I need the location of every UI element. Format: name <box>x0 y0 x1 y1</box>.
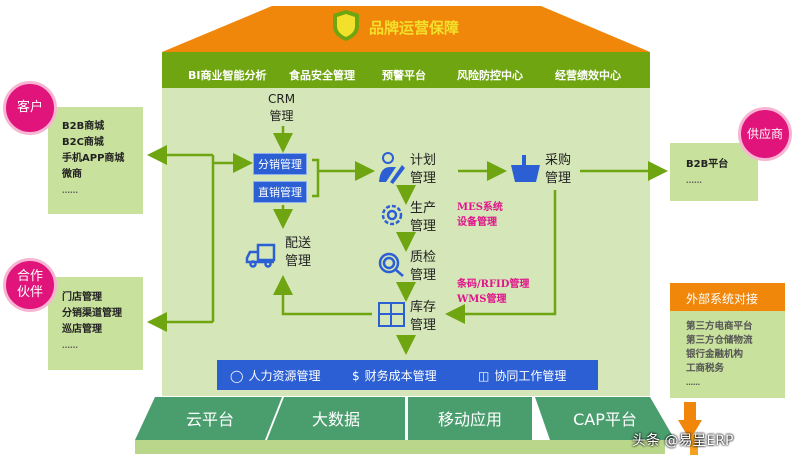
support-bar <box>217 360 598 390</box>
node-label: 库存 <box>410 300 437 315</box>
partner-label: 合作 <box>16 269 43 284</box>
supplier-box <box>670 143 758 201</box>
customer-box <box>48 107 143 214</box>
list-item: 第三方仓储物流 <box>686 335 753 346</box>
node-label: 管理 <box>285 254 312 269</box>
platform-base <box>135 397 675 454</box>
inventory-icon <box>378 302 405 327</box>
note: 设备管理 <box>457 217 497 228</box>
network-icon: ◫ <box>478 368 490 383</box>
module-risk[interactable]: 风险防控中心 <box>457 69 523 82</box>
supplier-badge: 供应商 <box>738 107 792 161</box>
external-title: 外部系统对接 <box>686 292 759 306</box>
bar-label: 人力资源管理 <box>248 369 321 383</box>
down-arrow-icon <box>678 402 702 455</box>
direct-sales-button[interactable]: 直销管理 <box>253 181 307 203</box>
module-bi[interactable]: BI商业智能分析 <box>188 69 267 82</box>
platform-cap[interactable]: CAP平台 <box>573 410 637 429</box>
bar-label: 财务成本管理 <box>364 369 437 383</box>
brand-title: 品牌运营保障 <box>369 19 460 37</box>
purchase-node[interactable]: 采购管理 <box>545 152 571 188</box>
node-label: 管理 <box>545 171 572 186</box>
distribution-button[interactable]: 分销管理 <box>253 153 307 175</box>
node-label: 管理 <box>410 219 437 234</box>
list-item: 工商税务 <box>686 363 725 374</box>
plan-icon <box>379 152 405 184</box>
production-node[interactable]: 生产管理 <box>410 200 436 236</box>
customer-badge: 客户 <box>3 81 57 135</box>
list-item: B2B平台 <box>686 159 729 170</box>
list-item: …… <box>62 186 78 195</box>
finance-management[interactable]: $ 财务成本管理 <box>352 367 437 384</box>
list-item: 手机APP商城 <box>62 153 125 164</box>
node-label: 管理 <box>410 268 437 283</box>
flow-arrows <box>147 126 668 355</box>
list-item: 分销渠道管理 <box>62 308 122 319</box>
node-label: 配送 <box>285 236 312 251</box>
note: MES系统 <box>457 202 503 213</box>
node-label: CRM <box>268 92 296 106</box>
search-icon <box>378 252 404 277</box>
supplier-list: B2B平台 …… <box>686 157 728 189</box>
list-item: 银行金融机构 <box>686 349 744 360</box>
list-item: …… <box>62 341 78 350</box>
node-label: 管理 <box>410 171 437 186</box>
bar-label: 协同工作管理 <box>494 369 567 383</box>
node-label: 管理 <box>410 318 437 333</box>
truck-icon <box>245 243 276 268</box>
list-item: 巡店管理 <box>62 324 102 335</box>
node-label: 生产 <box>410 201 437 216</box>
platform-bigdata[interactable]: 大数据 <box>311 410 360 429</box>
hr-management[interactable]: ◯ 人力资源管理 <box>230 367 320 384</box>
node-label: 质检 <box>410 250 437 265</box>
collaboration-management[interactable]: ◫ 协同工作管理 <box>478 367 566 384</box>
partner-box <box>48 277 143 370</box>
list-item: 门店管理 <box>62 292 102 303</box>
module-performance[interactable]: 经营绩效中心 <box>555 69 621 82</box>
node-label: 管理 <box>269 109 294 123</box>
list-item: 微商 <box>62 169 82 180</box>
partner-badge: 合作 伙伴 <box>3 258 57 312</box>
external-list: 第三方电商平台 第三方仓储物流 银行金融机构 工商税务 …… <box>686 320 753 390</box>
shield-icon <box>333 10 359 41</box>
customer-list: B2B商城 B2C商城 手机APP商城 微商 …… <box>62 119 124 199</box>
node-label: 采购 <box>545 153 572 168</box>
list-item: …… <box>686 379 700 387</box>
platform-cloud[interactable]: 云平台 <box>185 410 234 429</box>
money-bag-icon: $ <box>352 368 360 383</box>
external-header <box>670 283 785 311</box>
module-food-safety[interactable]: 食品安全管理 <box>289 69 355 82</box>
user-icon: ◯ <box>230 368 244 383</box>
list-item: …… <box>686 176 702 185</box>
quality-node[interactable]: 质检管理 <box>410 249 436 285</box>
watermark: 头条 @易呈ERP <box>632 433 734 449</box>
module-warning[interactable]: 预警平台 <box>382 69 426 82</box>
list-item: B2B商城 <box>62 121 105 132</box>
basket-icon <box>511 155 540 182</box>
crm-node[interactable]: CRM 管理 <box>268 91 295 125</box>
plan-node[interactable]: 计划管理 <box>410 152 436 188</box>
production-notes: MES系统设备管理 <box>457 200 503 230</box>
inventory-node[interactable]: 库存管理 <box>410 299 436 335</box>
delivery-node[interactable]: 配送管理 <box>285 235 311 271</box>
partner-list: 门店管理 分销渠道管理 巡店管理 …… <box>62 290 122 354</box>
roof <box>162 6 650 52</box>
gear-icon <box>381 204 403 226</box>
note: 条码/RFID管理 <box>457 279 530 290</box>
partner-label: 伙伴 <box>16 285 43 300</box>
list-item: B2C商城 <box>62 137 104 148</box>
inventory-notes: 条码/RFID管理 WMS管理 <box>457 277 529 307</box>
list-item: 第三方电商平台 <box>686 321 753 332</box>
platform-mobile[interactable]: 移动应用 <box>437 410 502 429</box>
note: WMS管理 <box>457 294 507 305</box>
node-label: 计划 <box>410 153 437 168</box>
top-modules-bar <box>162 52 650 88</box>
